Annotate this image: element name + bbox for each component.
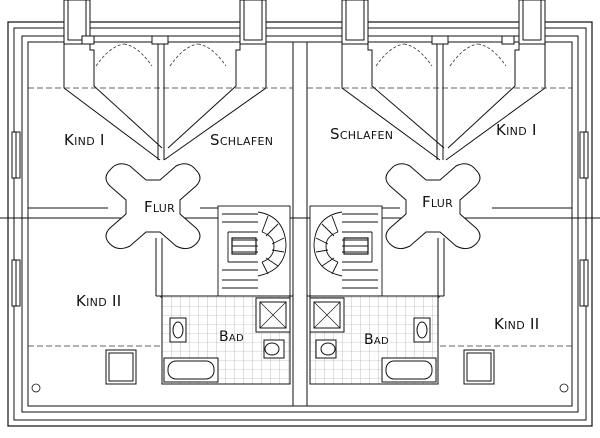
room-label-bad-left: Bad: [219, 329, 245, 345]
dormers: [63, 0, 546, 45]
roof-windows: [105, 349, 495, 385]
room-label-bad-right: Bad: [364, 332, 390, 348]
lower-room-walls: [28, 207, 572, 297]
knee-wall-lines: [28, 87, 572, 347]
party-wall: [292, 41, 308, 406]
room-label-kind1-right: Kind I: [496, 121, 537, 139]
gable-windows: [11, 131, 589, 307]
room-label-schlafen-left: Schlafen: [210, 131, 274, 149]
upper-room-walls: [63, 35, 546, 161]
room-label-flur-left: Flur: [144, 198, 176, 216]
stairs-left: [217, 205, 291, 297]
room-label-kind2-left: Kind II: [76, 292, 122, 310]
corner-symbols: [31, 383, 569, 393]
room-label-flur-right: Flur: [422, 193, 454, 211]
bathroom-right: [309, 295, 439, 385]
stairs-right: [309, 205, 383, 297]
room-label-schlafen-right: Schlafen: [330, 125, 394, 143]
room-label-kind1-left: Kind I: [64, 131, 105, 149]
bathroom-left: [161, 295, 291, 385]
corridors: [105, 163, 481, 250]
outer-walls: [0, 21, 600, 427]
room-label-kind2-right: Kind II: [494, 315, 540, 333]
